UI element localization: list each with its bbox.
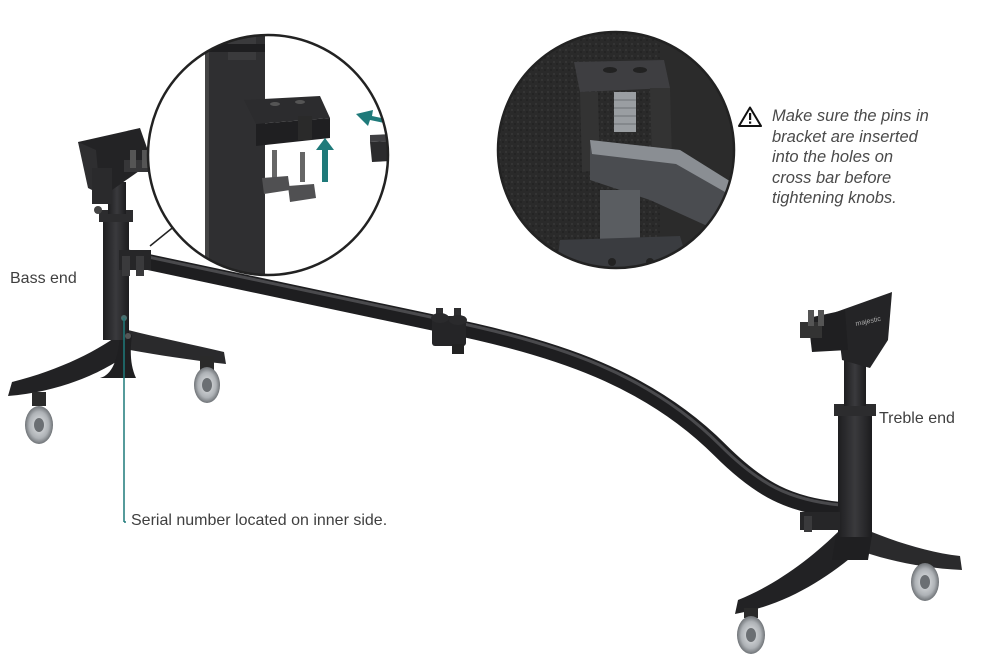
serial-number-note: Serial number located on inner side. — [131, 512, 388, 529]
caster-wheel — [25, 392, 53, 444]
serial-callout-line — [123, 318, 126, 523]
caster-wheel — [737, 608, 765, 654]
treble-end-stand: majestic — [735, 292, 962, 654]
warning-line: tightening knobs. — [772, 189, 897, 207]
treble-end-label: Treble end — [879, 410, 955, 427]
warning-note: Make sure the pins in bracket are insert… — [738, 106, 968, 209]
caster-wheel — [194, 356, 220, 403]
detail-circle-bracket — [146, 33, 390, 277]
warning-triangle-icon — [738, 106, 762, 133]
bass-end-stand — [8, 128, 226, 444]
center-clamp — [431, 308, 467, 354]
warning-line: cross bar before — [772, 168, 892, 187]
detail-circle-pins — [496, 30, 736, 270]
warning-line: bracket are inserted — [772, 127, 918, 146]
warning-line: Make sure the pins in — [772, 107, 929, 125]
bass-end-label: Bass end — [10, 270, 77, 287]
up-arrow-icon — [316, 138, 334, 182]
warning-line: into the holes on — [772, 148, 894, 166]
cross-bar — [112, 248, 848, 518]
caster-wheel — [911, 560, 939, 601]
